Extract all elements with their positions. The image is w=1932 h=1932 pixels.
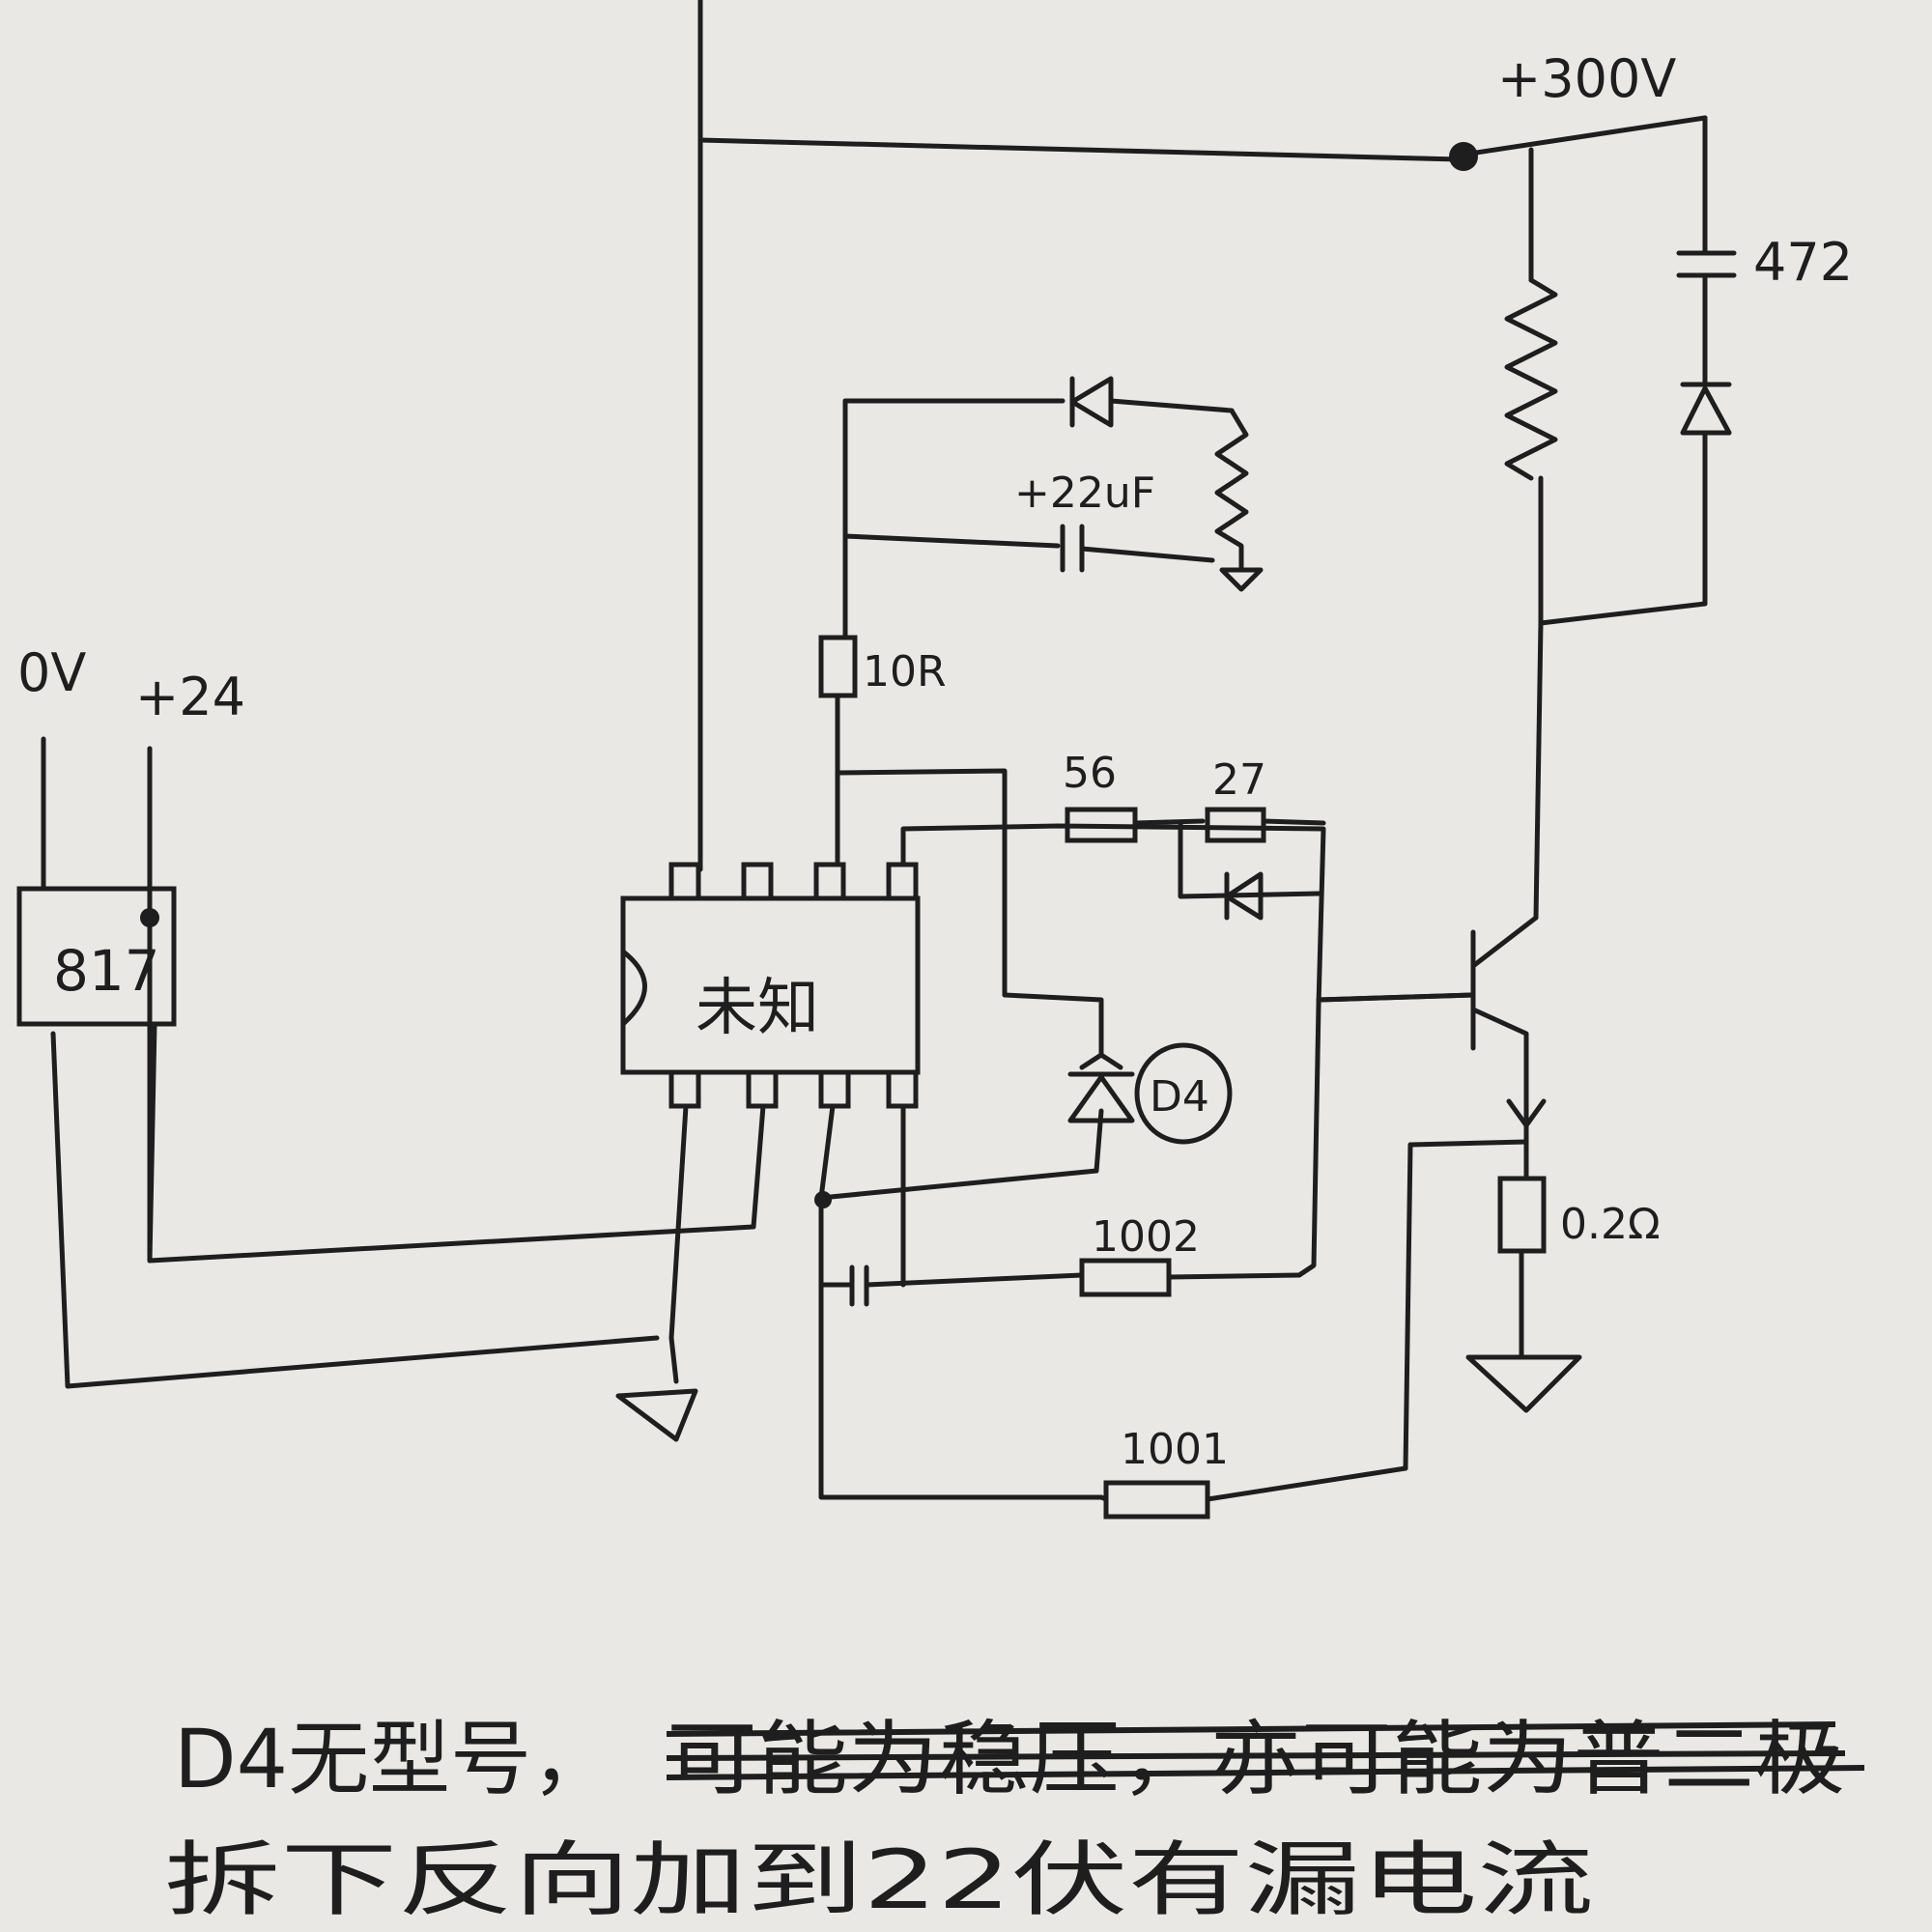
label-22uf: +22uF bbox=[1014, 469, 1155, 518]
label-1001: 1001 bbox=[1121, 1425, 1229, 1474]
d4-diode-symbol bbox=[1067, 1071, 1135, 1123]
label-472: 472 bbox=[1753, 232, 1853, 293]
label-56: 56 bbox=[1063, 749, 1117, 798]
ic-notch bbox=[620, 949, 647, 1027]
vcc-diode bbox=[1069, 376, 1114, 428]
opto-label: 817 bbox=[53, 938, 160, 1004]
ground-symbol-vcc bbox=[1219, 567, 1264, 592]
label-0v: 0V bbox=[17, 642, 86, 703]
snubber-resistor bbox=[1504, 277, 1558, 481]
ic-pin-wiring bbox=[147, 746, 1476, 1500]
ground-symbol-source bbox=[1465, 1354, 1582, 1413]
hv-junction-node bbox=[1449, 142, 1478, 171]
ic-label: 未知 bbox=[696, 973, 819, 1044]
opto-pin1-dot bbox=[140, 908, 159, 927]
d4-zener bbox=[1067, 1042, 1233, 1145]
res-10r-body bbox=[818, 635, 858, 698]
label-300v: +300V bbox=[1497, 48, 1676, 109]
cap-472-symbol bbox=[1676, 250, 1737, 278]
label-0-2r: 0.2Ω bbox=[1560, 1200, 1661, 1249]
feedback-network bbox=[818, 1142, 1413, 1520]
hv-rail-wiring bbox=[697, 0, 1708, 872]
note-line1-kept: D4无型号， bbox=[174, 1712, 612, 1806]
vcc-resistor bbox=[1214, 408, 1249, 573]
res-27-body bbox=[1205, 807, 1266, 843]
note-block: D4无型号， 可能为稳压，亦可能为普二极 拆下反向加到22伏有漏电流 bbox=[164, 1712, 1865, 1927]
res-1001-body bbox=[1103, 1480, 1210, 1520]
note-line2: 拆下反向加到22伏有漏电流 bbox=[164, 1833, 1594, 1927]
res-0-2-body bbox=[1497, 1176, 1547, 1254]
opto-body bbox=[16, 886, 177, 1027]
label-24: +24 bbox=[135, 667, 245, 727]
optocoupler-817 bbox=[16, 736, 660, 1389]
gate-resistor-chain bbox=[1065, 807, 1326, 921]
snubber-diode bbox=[1680, 382, 1732, 436]
source-resistor bbox=[1407, 1122, 1582, 1413]
label-d4: D4 bbox=[1150, 1072, 1209, 1122]
d4-circle bbox=[1134, 1042, 1233, 1145]
res-1002-body bbox=[1079, 1258, 1172, 1297]
cap-22uf-symbol bbox=[1060, 524, 1085, 573]
strike-through-lines bbox=[666, 1721, 1865, 1780]
label-10r: 10R bbox=[863, 647, 947, 696]
snubber-branch bbox=[1504, 115, 1737, 626]
speedup-diode bbox=[1224, 871, 1264, 921]
label-1002: 1002 bbox=[1092, 1212, 1200, 1262]
ground-symbol-ic bbox=[615, 1388, 698, 1442]
power-transistor bbox=[1316, 915, 1547, 1128]
vcc-network bbox=[818, 376, 1264, 867]
label-27: 27 bbox=[1212, 755, 1266, 805]
junction-node-pin7 bbox=[814, 1191, 832, 1208]
